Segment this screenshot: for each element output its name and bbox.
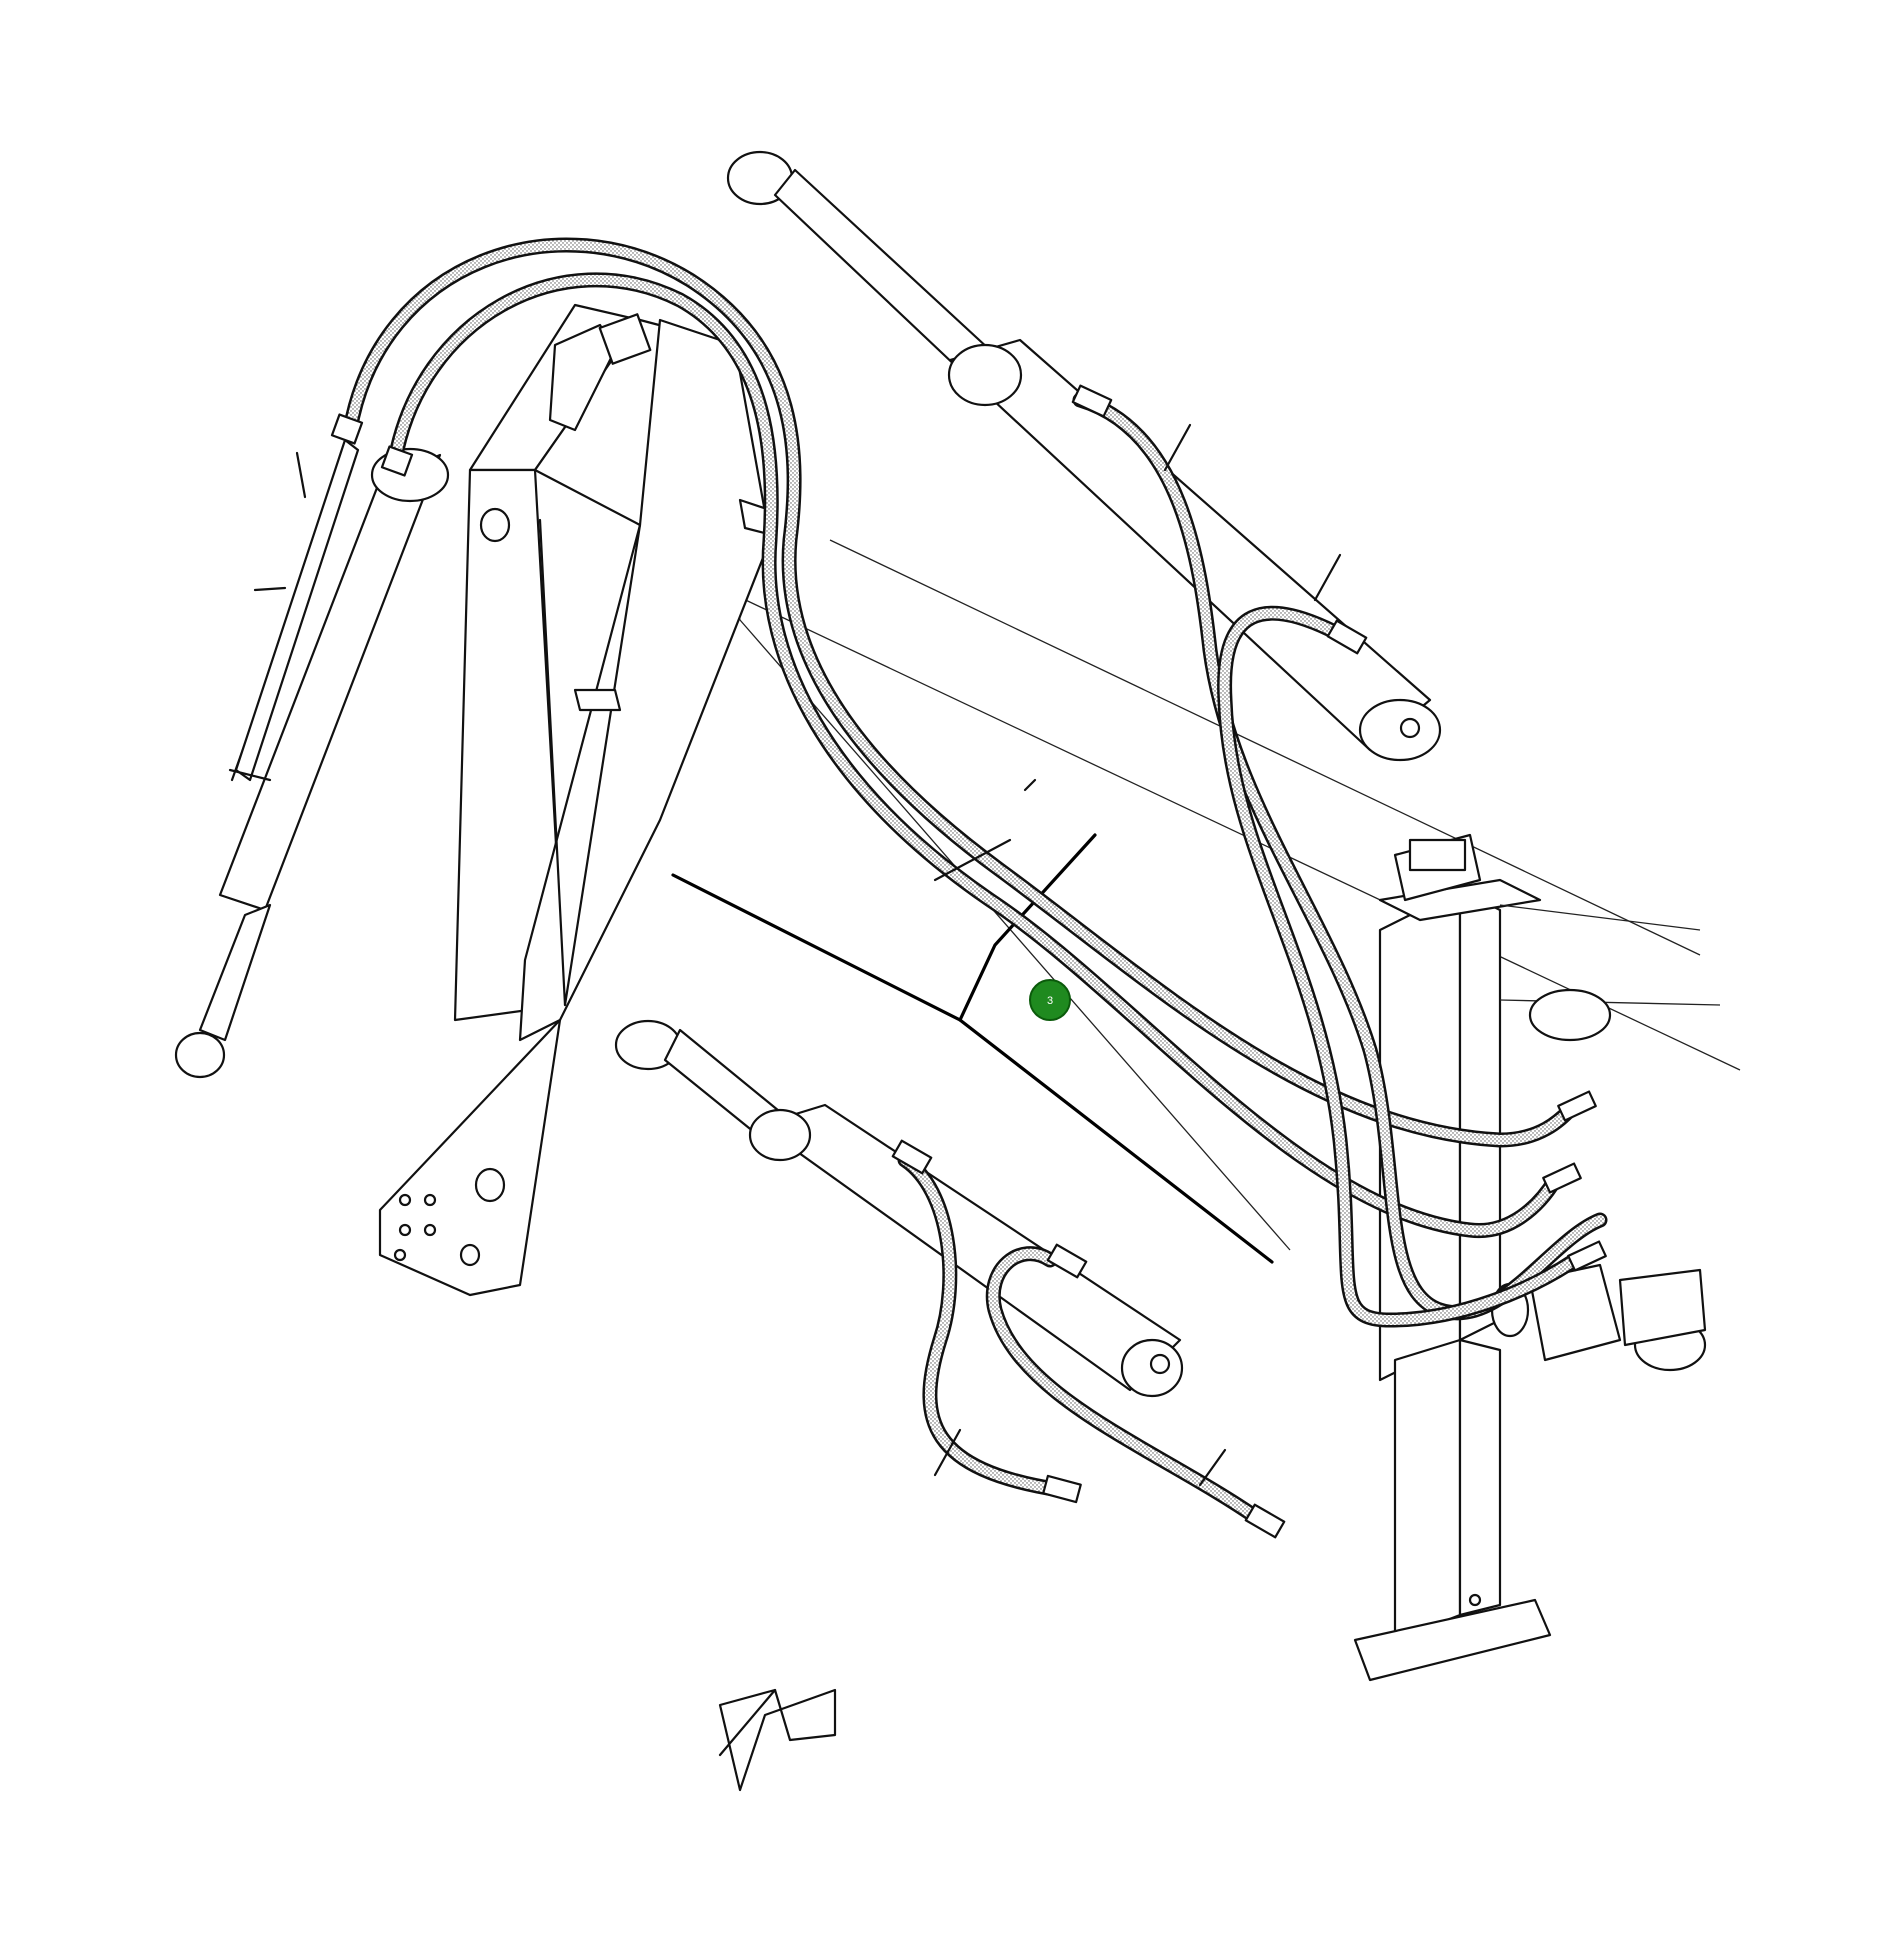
hydraulic-hoses [330, 237, 1608, 1539]
hydraulic-cylinder-top [726, 150, 1442, 762]
callout-marker-3[interactable]: 3 [1029, 979, 1071, 1021]
arrow-pointing-down-left-icon [718, 1688, 837, 1792]
leader-lines [253, 423, 1342, 1487]
a-frame-bracket [378, 303, 774, 1297]
section-break-lines [671, 833, 1274, 1264]
hydraulic-cylinder-bottom [614, 1019, 1184, 1398]
support-post [1353, 833, 1721, 1682]
boom-arm [734, 539, 1741, 1251]
hydraulic-cylinder-left [174, 438, 450, 1079]
callout-label: 3 [1047, 995, 1053, 1007]
